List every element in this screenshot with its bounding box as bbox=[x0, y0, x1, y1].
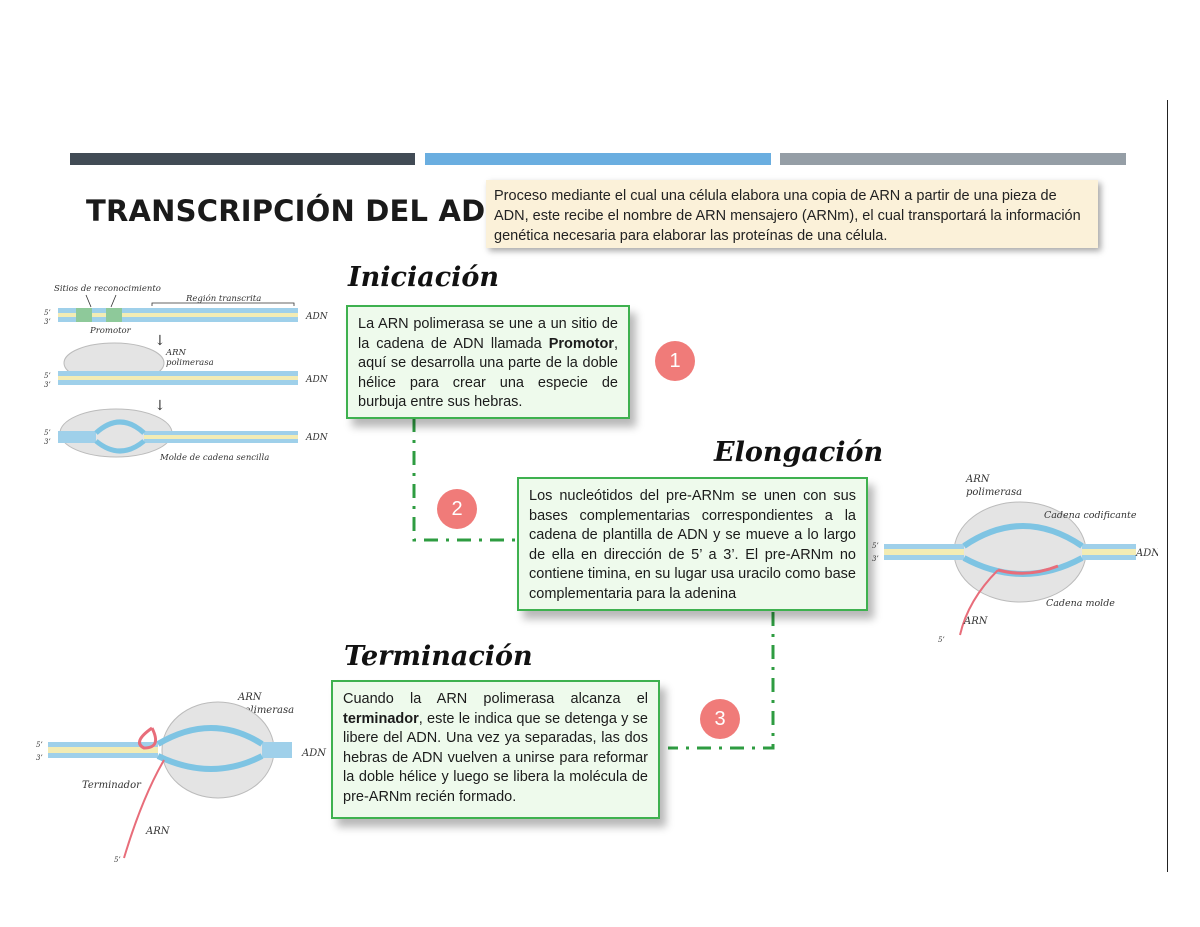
dna-core bbox=[58, 313, 298, 317]
intro-note: Proceso mediante el cual una célula elab… bbox=[486, 180, 1098, 248]
label-5-prime-3: 5’ bbox=[44, 429, 51, 437]
connector-2-3 bbox=[668, 612, 775, 750]
heading-iniciacion: Iniciación bbox=[348, 262, 500, 293]
term-rna-tail bbox=[123, 759, 165, 859]
elong-rna-tail bbox=[959, 569, 999, 636]
label-molde: Molde de cadena sencilla bbox=[159, 453, 269, 463]
label-adn-2: ADN bbox=[305, 375, 329, 385]
label-terminador: Terminador bbox=[82, 780, 142, 791]
dna3-left bbox=[58, 431, 96, 443]
recognition-site-2 bbox=[106, 308, 122, 322]
connector-1-2 bbox=[412, 418, 520, 542]
term-hairpin bbox=[138, 726, 158, 750]
figure-termination: ARN polimerasa Terminador ADN ARN 5’ 3’ … bbox=[36, 692, 327, 864]
heading-terminacion: Terminación bbox=[344, 641, 533, 672]
label-adn-4: ADN bbox=[1135, 548, 1158, 559]
header-bar-gray bbox=[780, 153, 1126, 165]
dna2-strand-top bbox=[58, 371, 298, 376]
step-number-1: 1 bbox=[655, 341, 695, 381]
step-3-text-pre: Cuando la ARN polimerasa alcanza el bbox=[343, 691, 648, 707]
elong-rna-strand bbox=[997, 564, 1059, 575]
dna2-strand-bottom bbox=[58, 380, 298, 385]
recognition-site-1 bbox=[76, 308, 92, 322]
label-3-prime-4: 3’ bbox=[872, 555, 879, 563]
step-box-initiation: La ARN polimerasa se une a un sitio de l… bbox=[346, 305, 630, 419]
label-5-prime-1: 5’ bbox=[44, 309, 51, 317]
bubble-top bbox=[94, 419, 146, 435]
label-5-prime-2: 5’ bbox=[44, 372, 51, 380]
elong-dna-right-core bbox=[1082, 549, 1136, 555]
elong-dna-left-core bbox=[884, 549, 964, 555]
header-bar-dark bbox=[70, 153, 415, 165]
label-sitios: Sitios de reconocimiento bbox=[54, 284, 161, 294]
dna3-core bbox=[144, 435, 298, 439]
arrow-down-2: ↓ bbox=[154, 398, 166, 414]
step-1-text-post: , aquí se desarrolla una parte de la dob… bbox=[358, 335, 618, 411]
label-adn-3: ADN bbox=[305, 433, 329, 443]
step-number-2: 2 bbox=[437, 489, 477, 529]
label-arn-2: ARN bbox=[963, 616, 989, 627]
step-1-text-pre: La ARN polimerasa se une a un sitio de l… bbox=[358, 316, 618, 352]
figure-initiation: Sitios de reconocimiento Región transcri… bbox=[44, 284, 329, 463]
label-5-prime-6: 5’ bbox=[36, 741, 43, 749]
label-5-prime-7: 5’ bbox=[114, 856, 121, 864]
term-dna-right bbox=[262, 742, 292, 758]
label-arn-pol-2a: ARN bbox=[965, 474, 991, 485]
label-arn-pol-3a: ARN bbox=[237, 692, 263, 703]
region-bracket bbox=[151, 302, 295, 306]
label-5-prime-5: 5’ bbox=[938, 636, 945, 644]
figure-elongation: ARN polimerasa Cadena codificante Cadena… bbox=[872, 474, 1158, 644]
page-edge-line bbox=[1167, 100, 1168, 872]
arrow-down-1: ↓ bbox=[154, 333, 166, 349]
label-3-prime-3: 3’ bbox=[44, 438, 51, 446]
dna2-core bbox=[58, 376, 298, 380]
term-bottom-strand bbox=[156, 753, 264, 772]
header-bar-blue bbox=[425, 153, 771, 165]
label-arn-3: ARN bbox=[145, 826, 171, 837]
label-3-prime-1: 3’ bbox=[44, 318, 51, 326]
heading-elongacion: Elongación bbox=[714, 437, 884, 468]
page-title: TRANSCRIPCIÓN DEL ADN bbox=[86, 194, 510, 228]
step-1-text-bold: Promotor bbox=[548, 335, 614, 352]
label-adn-5: ADN bbox=[301, 748, 327, 759]
step-2-text: Los nucleótidos del pre-ARNm se unen con… bbox=[529, 488, 856, 602]
label-arn-pol-1a: ARN bbox=[165, 348, 187, 358]
label-arn-pol-2b: polimerasa bbox=[966, 487, 1022, 498]
label-region: Región transcrita bbox=[185, 293, 261, 304]
label-5-prime-4: 5’ bbox=[872, 542, 879, 550]
step-3-text-bold: terminador bbox=[343, 710, 419, 727]
step-number-3: 3 bbox=[700, 699, 740, 739]
polymerase-blob-4 bbox=[161, 701, 275, 799]
term-top-strand bbox=[156, 725, 264, 747]
dna-strand-bottom bbox=[58, 317, 298, 322]
label-molde-2: Cadena molde bbox=[1046, 598, 1115, 609]
step-3-text-post: , este le indica que se detenga y se lib… bbox=[343, 710, 648, 805]
label-3-prime-6: 3’ bbox=[36, 754, 43, 762]
label-arn-pol-3b: polimerasa bbox=[238, 705, 294, 716]
label-arn-pol-1b: polimerasa bbox=[166, 358, 214, 368]
label-3-prime-2: 3’ bbox=[44, 381, 51, 389]
bubble-bottom bbox=[94, 439, 146, 454]
elong-coding-strand bbox=[962, 523, 1084, 549]
sitios-pointer bbox=[85, 294, 117, 308]
label-promotor: Promotor bbox=[89, 326, 132, 336]
step-box-elongation: Los nucleótidos del pre-ARNm se unen con… bbox=[517, 477, 868, 611]
label-adn-1: ADN bbox=[305, 312, 329, 322]
term-dna-left-core bbox=[48, 747, 158, 753]
label-codificante: Cadena codificante bbox=[1044, 510, 1137, 521]
dna-strand-top bbox=[58, 308, 298, 313]
step-box-termination: Cuando la ARN polimerasa alcanza el term… bbox=[331, 680, 660, 819]
